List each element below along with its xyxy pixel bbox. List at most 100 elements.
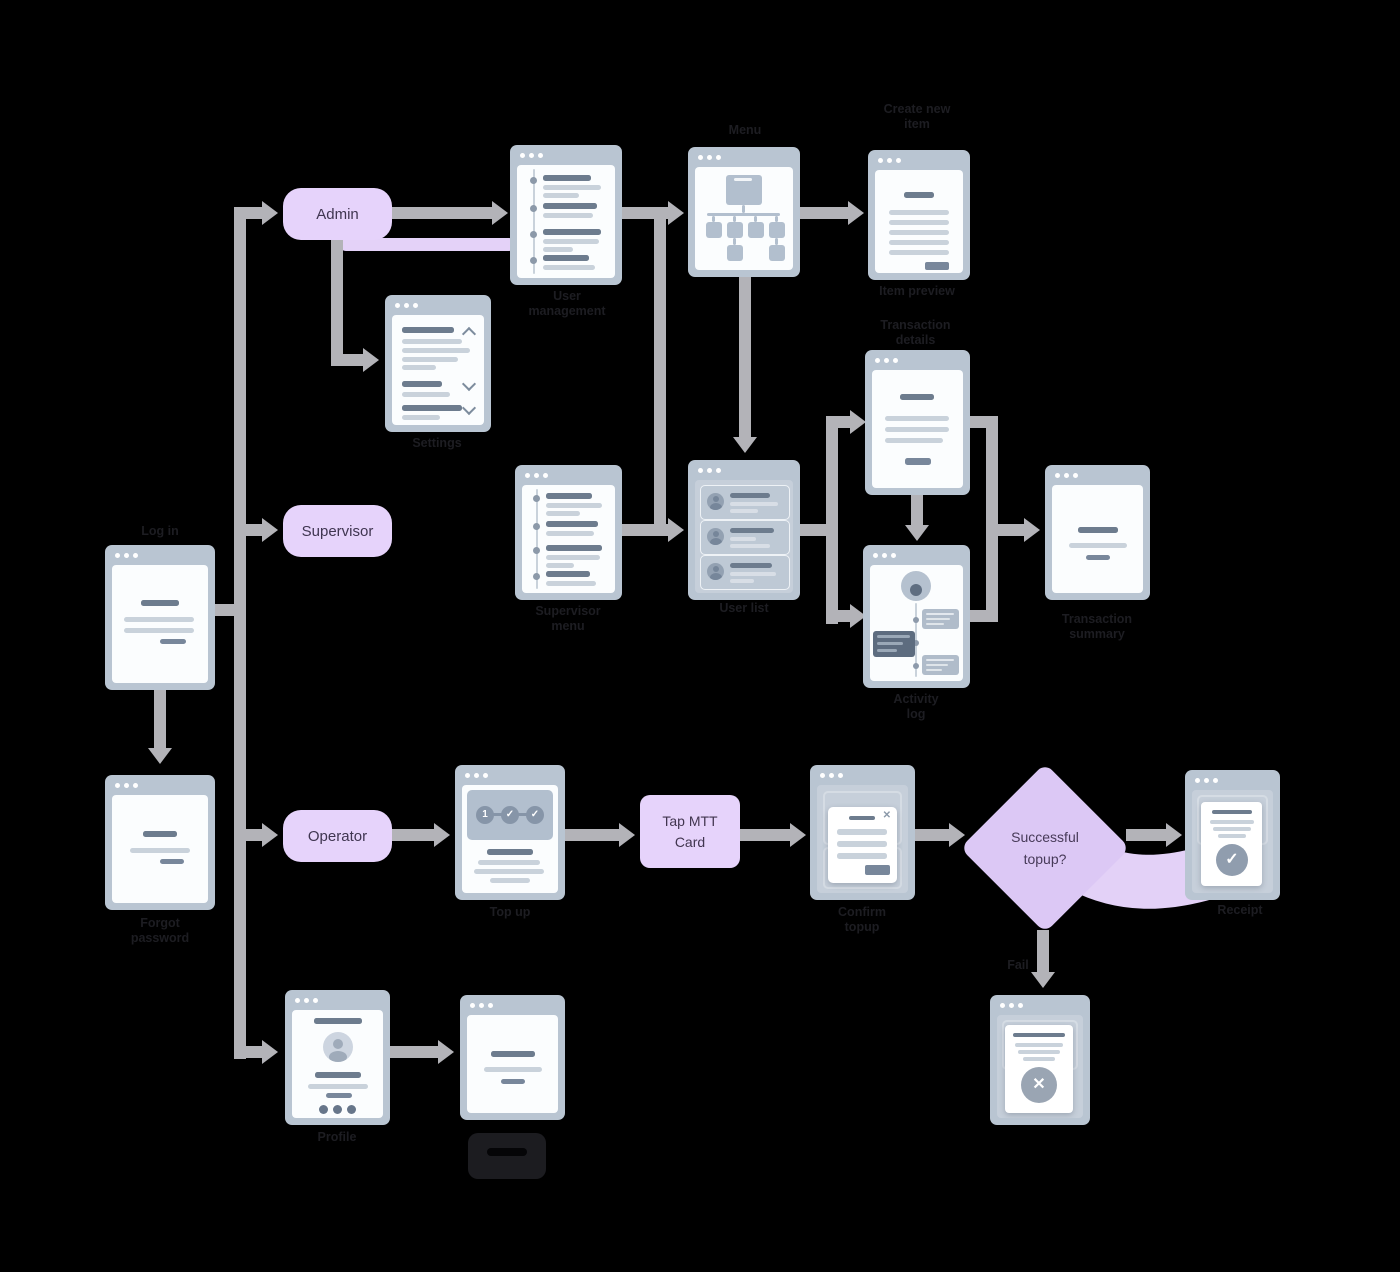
- user-card[interactable]: [700, 555, 790, 590]
- dot: [333, 1039, 343, 1049]
- caption-settings: Settings: [412, 436, 462, 450]
- connector-line: [234, 207, 246, 1059]
- dot: [712, 496, 719, 502]
- skeleton-line: [837, 853, 887, 859]
- window-content: [695, 167, 793, 270]
- arrowhead: [434, 823, 450, 847]
- caption-top-up: Top up: [489, 905, 531, 919]
- window-controls-icon: [1195, 778, 1200, 783]
- chevron-down-icon[interactable]: [461, 400, 477, 416]
- step-1[interactable]: 1: [476, 806, 494, 824]
- skeleton-line: [402, 381, 442, 387]
- close-icon[interactable]: ✕: [882, 810, 891, 821]
- dark-chip: [468, 1133, 546, 1179]
- window-create-form[interactable]: [868, 150, 970, 280]
- window-fail[interactable]: ✕: [990, 995, 1090, 1125]
- window-forgot-password[interactable]: [105, 775, 215, 910]
- skeleton-line: [877, 649, 897, 652]
- nav-dot: [319, 1105, 328, 1114]
- skeleton-line: [849, 816, 875, 820]
- skeleton-line: [484, 1067, 542, 1072]
- skeleton-line: [402, 357, 458, 362]
- skeleton-line: [402, 339, 462, 344]
- connector-line: [565, 829, 621, 841]
- window-controls-icon: [1055, 473, 1060, 478]
- caption-create-item: Create new item: [883, 102, 951, 131]
- caption-user-list: User list: [719, 601, 769, 615]
- caption-fail: Fail: [1007, 958, 1029, 972]
- window-content: [870, 565, 963, 681]
- step-check-icon[interactable]: ✓: [501, 806, 519, 824]
- chevron-up-icon[interactable]: [461, 326, 477, 342]
- node-admin[interactable]: Admin: [283, 188, 392, 240]
- node-supervisor[interactable]: Supervisor: [283, 505, 392, 557]
- skeleton-line: [1210, 820, 1254, 824]
- window-details[interactable]: [865, 350, 970, 495]
- skeleton-line: [889, 230, 949, 235]
- window-summary[interactable]: [1045, 465, 1150, 600]
- success-check-icon: ✓: [1216, 844, 1248, 876]
- tree-node: [769, 245, 785, 261]
- bullet: [533, 495, 540, 502]
- skeleton-line: [546, 511, 580, 516]
- window-stepper[interactable]: 1 ✓ ✓: [455, 765, 565, 900]
- user-card[interactable]: [700, 485, 790, 520]
- caption-forgot-password: Forgot password: [130, 916, 190, 945]
- skeleton-line: [491, 1051, 535, 1057]
- connector-line: [246, 829, 264, 841]
- dot: [910, 584, 922, 596]
- arrowhead: [850, 604, 866, 628]
- window-profile[interactable]: [285, 990, 390, 1125]
- caption-supervisor-menu: Supervisor menu: [535, 604, 601, 633]
- skeleton-line: [402, 365, 436, 370]
- modal-dialog: ✕: [828, 807, 897, 883]
- skeleton-line: [1212, 810, 1252, 814]
- dot: [712, 566, 719, 572]
- skeleton-line: [889, 210, 949, 215]
- skeleton-line: [543, 239, 599, 244]
- arrowhead: [668, 201, 684, 225]
- skeleton-line: [889, 250, 949, 255]
- window-tree-menu[interactable]: [688, 147, 800, 277]
- window-controls-icon: [115, 783, 120, 788]
- window-login[interactable]: [105, 545, 215, 690]
- skeleton-line: [904, 192, 934, 198]
- skeleton-line: [130, 848, 190, 853]
- arrowhead: [848, 201, 864, 225]
- skeleton-line: [730, 572, 776, 576]
- bullet: [913, 663, 919, 669]
- chevron-down-icon[interactable]: [461, 376, 477, 392]
- skeleton-line: [730, 537, 756, 541]
- node-operator[interactable]: Operator: [283, 810, 392, 862]
- window-user-list[interactable]: [688, 460, 800, 600]
- user-card[interactable]: [700, 520, 790, 555]
- window-confirm-modal[interactable]: ✕: [810, 765, 915, 900]
- window-accordion[interactable]: [385, 295, 491, 432]
- node-tap-mtt-card[interactable]: Tap MTT Card: [640, 795, 740, 868]
- skeleton-line: [124, 617, 194, 622]
- skeleton-line: [1069, 543, 1127, 548]
- connector-line: [986, 416, 998, 622]
- window-controls-icon: [698, 468, 703, 473]
- caption-profile: Profile: [317, 1130, 357, 1144]
- skeleton-line: [926, 669, 942, 671]
- skeleton-line: [160, 859, 184, 864]
- connector-line: [392, 207, 494, 219]
- skeleton-line: [885, 427, 949, 432]
- skeleton-line: [402, 348, 470, 353]
- skeleton-line: [925, 262, 949, 270]
- window-activity[interactable]: [863, 545, 970, 688]
- window-supervisor-menu[interactable]: [515, 465, 622, 600]
- window-receipt[interactable]: ✓: [1185, 770, 1280, 900]
- window-admin-menu[interactable]: [510, 145, 622, 285]
- step-check-icon[interactable]: ✓: [526, 806, 544, 824]
- connector-line: [331, 240, 343, 360]
- shape: [733, 238, 736, 245]
- skeleton-line: [1218, 834, 1246, 838]
- window-settings[interactable]: [460, 995, 565, 1120]
- skeleton-line: [1213, 827, 1251, 831]
- avatar: [707, 528, 724, 545]
- skeleton-line: [546, 521, 598, 527]
- avatar: [707, 493, 724, 510]
- window-controls-icon: [465, 773, 470, 778]
